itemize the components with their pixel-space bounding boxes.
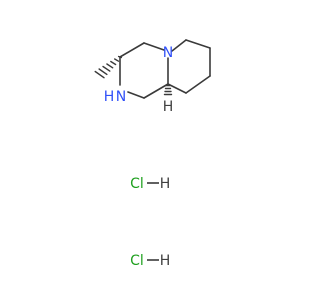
- hcl-salt-1: Cl H: [130, 176, 170, 192]
- amine-nitrogen-label: N: [116, 89, 126, 105]
- hashed-wedge-methyl: [94, 55, 123, 79]
- hashed-wedge-stereo-h: [163, 84, 173, 96]
- hcl-2-hydrogen-label: H: [160, 253, 171, 269]
- structure-canvas: N H N H Cl H Cl H: [94, 39, 211, 269]
- bond-n-bridge-c5: [171, 39, 187, 52]
- bond-c1-n-amine: [127, 91, 145, 99]
- bond-c3-c4: [119, 42, 145, 58]
- bond-c7-c8: [185, 75, 211, 94]
- hcl-2-chlorine-label: Cl: [130, 253, 144, 269]
- molecule-skeleton: [119, 39, 211, 99]
- bond-c5-c6: [185, 39, 211, 49]
- stereo-hydrogen-label: H: [163, 99, 174, 115]
- hcl-1-hydrogen-label: H: [160, 176, 171, 192]
- amine-hydrogen-label: H: [104, 89, 115, 105]
- bond-c8a-c1: [143, 83, 169, 99]
- hcl-1-chlorine-label: Cl: [130, 176, 144, 192]
- bond-c8-c8a: [167, 83, 187, 94]
- hcl-salt-2: Cl H: [130, 253, 170, 269]
- bond-c4-n-bridge: [143, 42, 165, 51]
- bridgehead-nitrogen-label: N: [163, 45, 173, 61]
